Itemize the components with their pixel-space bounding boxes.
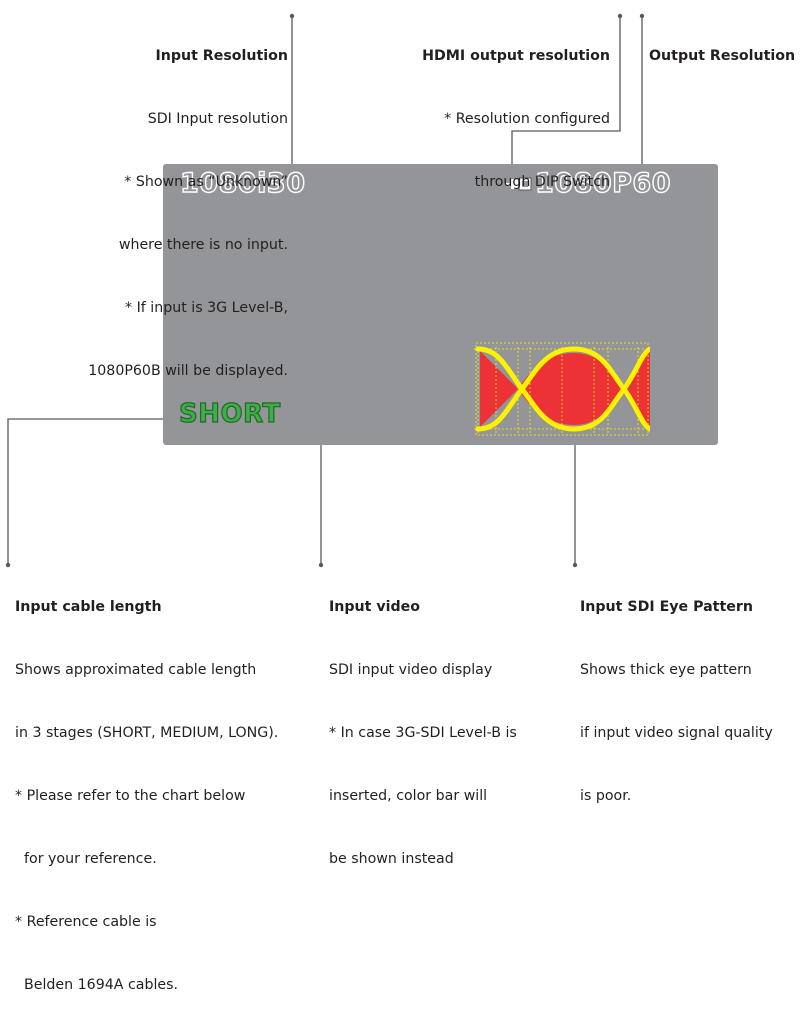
annotation-eye-pattern: Input SDI Eye Pattern Shows thick eye pa… — [580, 599, 773, 804]
annotation-cable-length: Input cable length Shows approximated ca… — [15, 599, 279, 993]
leader-cable-length — [7, 418, 171, 565]
leader-hdmi-output — [511, 16, 621, 178]
annotation-input-video: Input video SDI input video display * In… — [329, 599, 517, 867]
annotation-hdmi-output: HDMI output resolution * Resolution conf… — [422, 48, 610, 190]
hdmi-connector-icon — [506, 177, 532, 191]
annotation-title: Input Resolution — [155, 48, 288, 64]
output-resolution-readout: 1080P60 — [534, 167, 672, 199]
eye-pattern-display — [474, 341, 650, 437]
input-resolution-readout: 1080i30 — [179, 167, 306, 199]
cable-length-readout: SHORT — [178, 398, 281, 429]
annotation-output-resolution: Output Resolution — [649, 48, 796, 64]
annotation-input-resolution: Input Resolution SDI Input resolution * … — [88, 48, 288, 379]
